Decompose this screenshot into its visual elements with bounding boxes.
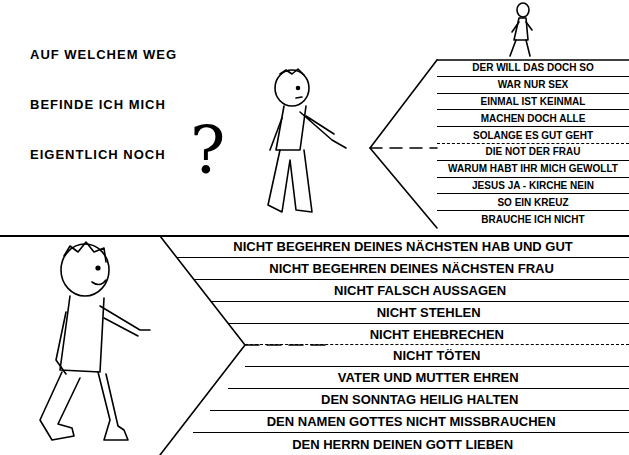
band-text: WARUM HABT IHR MICH GEWOLLT	[446, 163, 620, 174]
commandment-band: WARUM HABT IHR MICH GEWOLLT	[437, 161, 629, 178]
band-text: NICHT STEHLEN	[375, 305, 483, 320]
commandment-band: EINMAL IST KEINMAL	[437, 94, 629, 111]
title: AUF WELCHEM WEG BEFINDE ICH MICH EIGENTL…	[30, 30, 205, 180]
band-text: JESUS JA - KIRCHE NEIN	[470, 180, 596, 191]
commandment-band: DEN NAMEN GOTTES NICHT MISSBRAUCHEN	[193, 411, 629, 433]
commandment-band: NICHT BEGEHREN DEINES NÄCHSTEN FRAU	[194, 258, 629, 280]
commandment-band: NICHT STEHLEN	[228, 302, 629, 324]
commandment-band: DEN HERRN DEINEN GOTT LIEBEN	[176, 433, 629, 455]
band-text: NICHT TÖTEN	[391, 348, 482, 363]
lower-chevron	[160, 236, 245, 455]
band-text: DER WILL DAS DOCH SO	[470, 62, 595, 73]
upper-dash	[370, 147, 437, 149]
band-text: SO EIN KREUZ	[495, 197, 570, 208]
band-text: BRAUCHE ICH NICHT	[479, 214, 586, 225]
commandment-band: VATER UND MUTTER EHREN	[228, 367, 629, 389]
question-mark: ?	[190, 118, 225, 184]
band-text: DEN SONNTAG HEILIG HALTEN	[319, 392, 520, 407]
upper-chevron	[370, 60, 437, 228]
band-text: DIE NOT DER FRAU	[484, 146, 583, 157]
commandment-band: DIE NOT DER FRAU	[437, 144, 629, 161]
small-figure	[510, 3, 532, 56]
band-text: VATER UND MUTTER EHREN	[336, 370, 521, 385]
commandment-band: JESUS JA - KIRCHE NEIN	[437, 178, 629, 195]
band-text: DEN HERRN DEINEN GOTT LIEBEN	[290, 437, 515, 452]
band-text: WAR NUR SEX	[496, 79, 571, 90]
commandment-band: NICHT TÖTEN	[245, 346, 629, 368]
commandment-band: BRAUCHE ICH NICHT	[437, 211, 629, 228]
commandment-band: DER WILL DAS DOCH SO	[437, 60, 629, 77]
commandment-band: NICHT EHEBRECHEN	[245, 324, 629, 346]
commandment-band: MACHEN DOCH ALLE	[437, 110, 629, 127]
commandment-band: SO EIN KREUZ	[437, 194, 629, 211]
commandment-band: DEN SONNTAG HEILIG HALTEN	[210, 389, 629, 411]
band-text: NICHT BEGEHREN DEINES NÄCHSTEN FRAU	[267, 261, 556, 276]
lower-figure	[40, 242, 150, 440]
commandment-band: NICHT BEGEHREN DEINES NÄCHSTEN HAB UND G…	[177, 236, 629, 258]
commandment-band: SOLANGE ES GUT GEHT	[437, 127, 629, 144]
band-text: NICHT FALSCH AUSSAGEN	[332, 283, 508, 298]
commandment-band: WAR NUR SEX	[437, 77, 629, 94]
band-text: DEN NAMEN GOTTES NICHT MISSBRAUCHEN	[265, 414, 558, 429]
band-text: NICHT EHEBRECHEN	[368, 327, 506, 342]
band-text: NICHT BEGEHREN DEINES NÄCHSTEN HAB UND G…	[231, 239, 574, 254]
band-text: SOLANGE ES GUT GEHT	[471, 130, 595, 141]
band-text: MACHEN DOCH ALLE	[479, 113, 588, 124]
middle-figure	[268, 69, 346, 212]
commandment-band: NICHT FALSCH AUSSAGEN	[211, 280, 629, 302]
band-text: EINMAL IST KEINMAL	[479, 96, 588, 107]
